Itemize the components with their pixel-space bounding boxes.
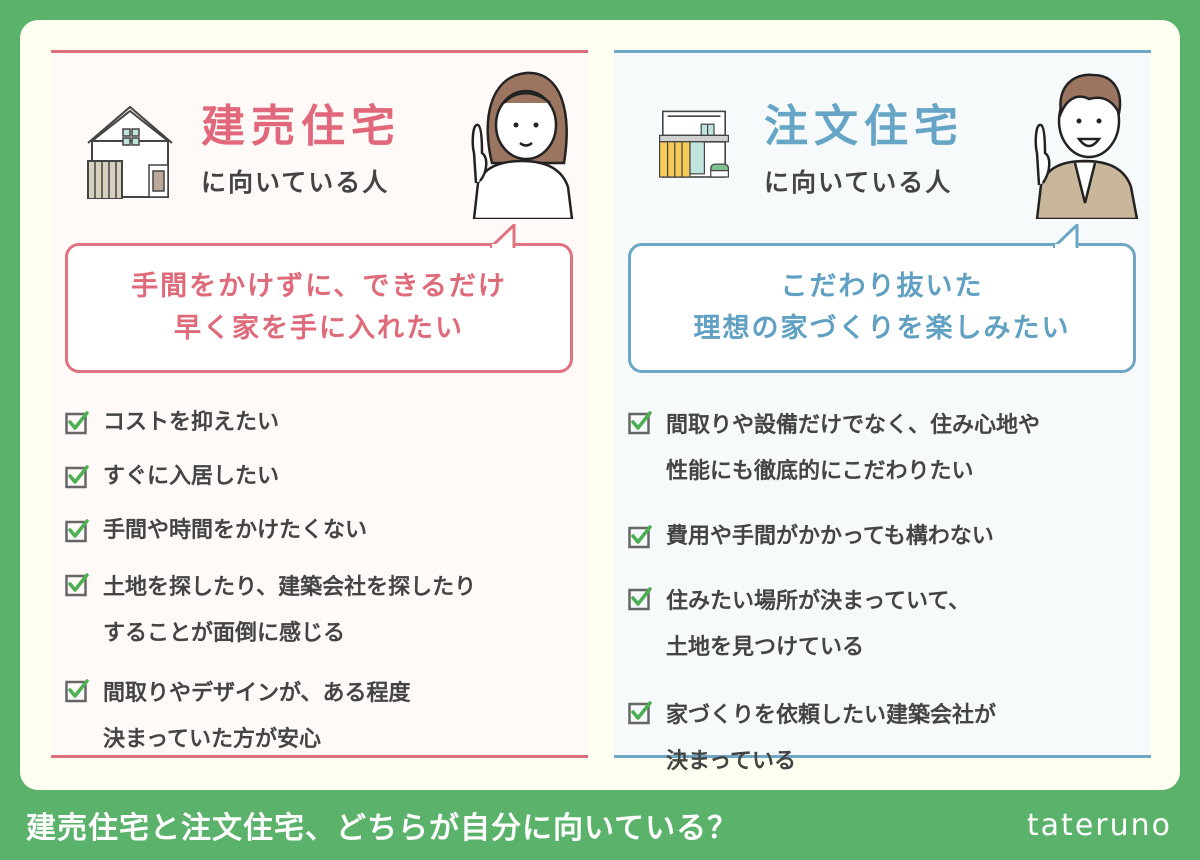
bubble-tail-icon	[1053, 224, 1079, 248]
title-block: 建売住宅 に向いている人	[201, 105, 401, 199]
list-item-text: 家づくりを依頼したい建築会社が 決まっている	[666, 703, 997, 774]
bubble-text-line-2: 理想の家づくりを楽しみたい	[693, 313, 1071, 344]
list-item: 費用や手間がかかっても構わない	[628, 517, 1148, 557]
list-item-text: 土地を探したり、建築会社を探したり することが面倒に感じる	[103, 575, 477, 646]
list-item-text: 住みたい場所が決まっていて、 土地を見つけている	[666, 589, 971, 660]
checkbox-checked-icon	[65, 411, 89, 435]
checklist: コストを抑えたい すぐに入居したい 手間や時間をかけたくない 土地を探したり、建…	[65, 403, 585, 777]
checkbox-checked-icon	[65, 573, 89, 597]
bubble-tail-icon	[490, 224, 516, 248]
house-icon	[87, 105, 173, 199]
list-item: 間取りやデザインが、ある程度 決まっていた方が安心	[65, 671, 585, 763]
list-item: 住みたい場所が決まっていて、 土地を見つけている	[628, 579, 1148, 671]
list-item-text: 間取りやデザインが、ある程度 決まっていた方が安心	[103, 681, 411, 752]
man-pointing-illustration	[1034, 73, 1139, 219]
checkbox-checked-icon	[65, 519, 89, 543]
footer-title: 建売住宅と注文住宅、どちらが自分に向いている？	[26, 811, 739, 846]
list-item: 土地を探したり、建築会社を探したり することが面倒に感じる	[65, 565, 585, 657]
speech-bubble: こだわり抜いた 理想の家づくりを楽しみたい	[628, 224, 1136, 373]
list-item: 間取りや設備だけでなく、住み心地や 性能にも徹底的にこだわりたい	[628, 403, 1148, 495]
tateuri-panel: 建売住宅 に向いている人 手間をかけずに、できるだけ 早く家を手に入れたい	[51, 50, 588, 758]
checklist: 間取りや設備だけでなく、住み心地や 性能にも徹底的にこだわりたい 費用や手間がか…	[628, 403, 1148, 799]
list-item: コストを抑えたい	[65, 403, 585, 443]
checkbox-checked-icon	[628, 525, 652, 549]
checkbox-checked-icon	[65, 679, 89, 703]
checkbox-checked-icon	[65, 465, 89, 489]
panel-title: 建売住宅	[201, 101, 401, 152]
panel-subtitle: に向いている人	[201, 168, 390, 197]
list-item-text: 間取りや設備だけでなく、住み心地や 性能にも徹底的にこだわりたい	[666, 413, 1041, 484]
checkbox-checked-icon	[628, 411, 652, 435]
bubble-text-line-2: 早く家を手に入れたい	[174, 313, 464, 344]
list-item: 手間や時間をかけたくない	[65, 511, 585, 551]
list-item: 家づくりを依頼したい建築会社が 決まっている	[628, 693, 1148, 785]
footer: 建売住宅と注文住宅、どちらが自分に向いている？ tateruno	[0, 790, 1200, 860]
title-block: 注文住宅 に向いている人	[764, 105, 964, 199]
panel-subtitle: に向いている人	[764, 168, 953, 197]
bubble-text-line-1: 手間をかけずに、できるだけ	[131, 271, 507, 302]
speech-bubble: 手間をかけずに、できるだけ 早く家を手に入れたい	[65, 224, 573, 373]
checkbox-checked-icon	[628, 587, 652, 611]
bubble-text-line-1: こだわり抜いた	[780, 271, 984, 302]
checkbox-checked-icon	[628, 701, 652, 725]
panel-title: 注文住宅	[764, 101, 964, 152]
list-item-text: 費用や手間がかかっても構わない	[666, 524, 994, 549]
brand-logo: tateruno	[1026, 807, 1172, 843]
woman-pointing-illustration	[471, 71, 574, 219]
infographic-card: 建売住宅 に向いている人 手間をかけずに、できるだけ 早く家を手に入れたい	[20, 20, 1180, 790]
list-item-text: 手間や時間をかけたくない	[103, 518, 368, 543]
chumon-panel: 注文住宅 に向いている人 こだわり抜いた 理想の家づくりを楽しみたい 間取り	[614, 50, 1151, 774]
list-item-text: コストを抑えたい	[103, 410, 280, 435]
list-item: すぐに入居したい	[65, 457, 585, 497]
modern-house-icon	[659, 110, 729, 178]
list-item-text: すぐに入居したい	[103, 464, 280, 489]
